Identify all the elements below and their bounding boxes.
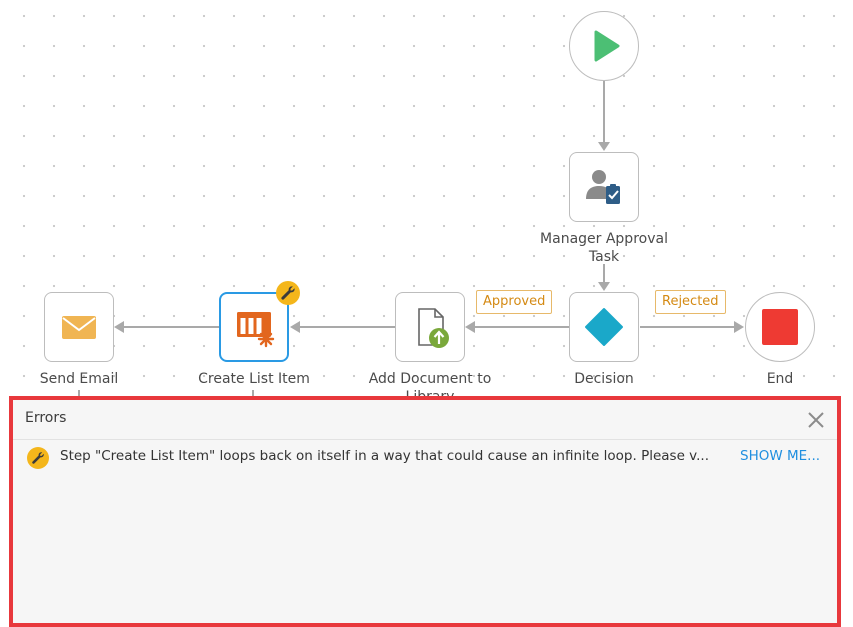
arrowhead <box>290 321 300 333</box>
show-me-link[interactable]: SHOW ME... <box>740 448 821 464</box>
user-task-icon <box>586 170 620 204</box>
close-button[interactable] <box>805 409 827 431</box>
branch-approved-label[interactable]: Approved <box>476 290 553 314</box>
document-upload-icon <box>418 308 449 348</box>
end-label: End <box>766 371 794 387</box>
end-node[interactable] <box>745 292 815 362</box>
decision-label: Decision <box>574 371 634 387</box>
branch-rejected-label[interactable]: Rejected <box>655 290 726 314</box>
list-item-icon <box>237 312 275 348</box>
create-list-item-node[interactable] <box>219 292 289 362</box>
create-list-item-label: Create List Item <box>198 371 310 387</box>
error-message: Step "Create List Item" loops back on it… <box>60 448 709 464</box>
play-icon <box>594 30 620 62</box>
decision-node[interactable] <box>569 292 639 362</box>
start-node[interactable] <box>569 11 639 81</box>
arrowhead <box>465 321 475 333</box>
manager-approval-label-line1: Manager Approval <box>540 231 668 247</box>
add-document-label-cut: Library <box>369 388 492 396</box>
stop-icon <box>762 309 798 345</box>
add-document-label: Add Document to Library <box>369 370 492 396</box>
send-email-label: Send Email <box>39 371 119 387</box>
arrowhead <box>734 321 744 333</box>
arrowhead <box>114 321 124 333</box>
manager-approval-label-line2: Task <box>588 249 620 265</box>
manager-approval-label: Manager Approval Task <box>540 230 668 266</box>
manager-approval-task-node[interactable] <box>569 152 639 222</box>
panel-divider <box>13 439 837 440</box>
wrench-icon <box>32 452 44 464</box>
add-document-label-line1: Add Document to <box>368 371 492 387</box>
errors-panel: Errors Step "Create List Item" loops bac… <box>9 396 841 627</box>
add-document-node[interactable] <box>395 292 465 362</box>
error-badge <box>27 447 49 469</box>
error-row[interactable]: Step "Create List Item" loops back on it… <box>13 440 837 474</box>
diamond-icon <box>585 308 623 346</box>
arrowhead <box>598 282 610 291</box>
close-icon <box>808 412 824 428</box>
envelope-icon <box>62 316 96 339</box>
send-email-node[interactable] <box>44 292 114 362</box>
arrowhead <box>598 142 610 151</box>
wrench-icon <box>281 286 295 300</box>
warning-badge[interactable] <box>276 281 300 305</box>
errors-panel-title: Errors <box>25 410 67 426</box>
